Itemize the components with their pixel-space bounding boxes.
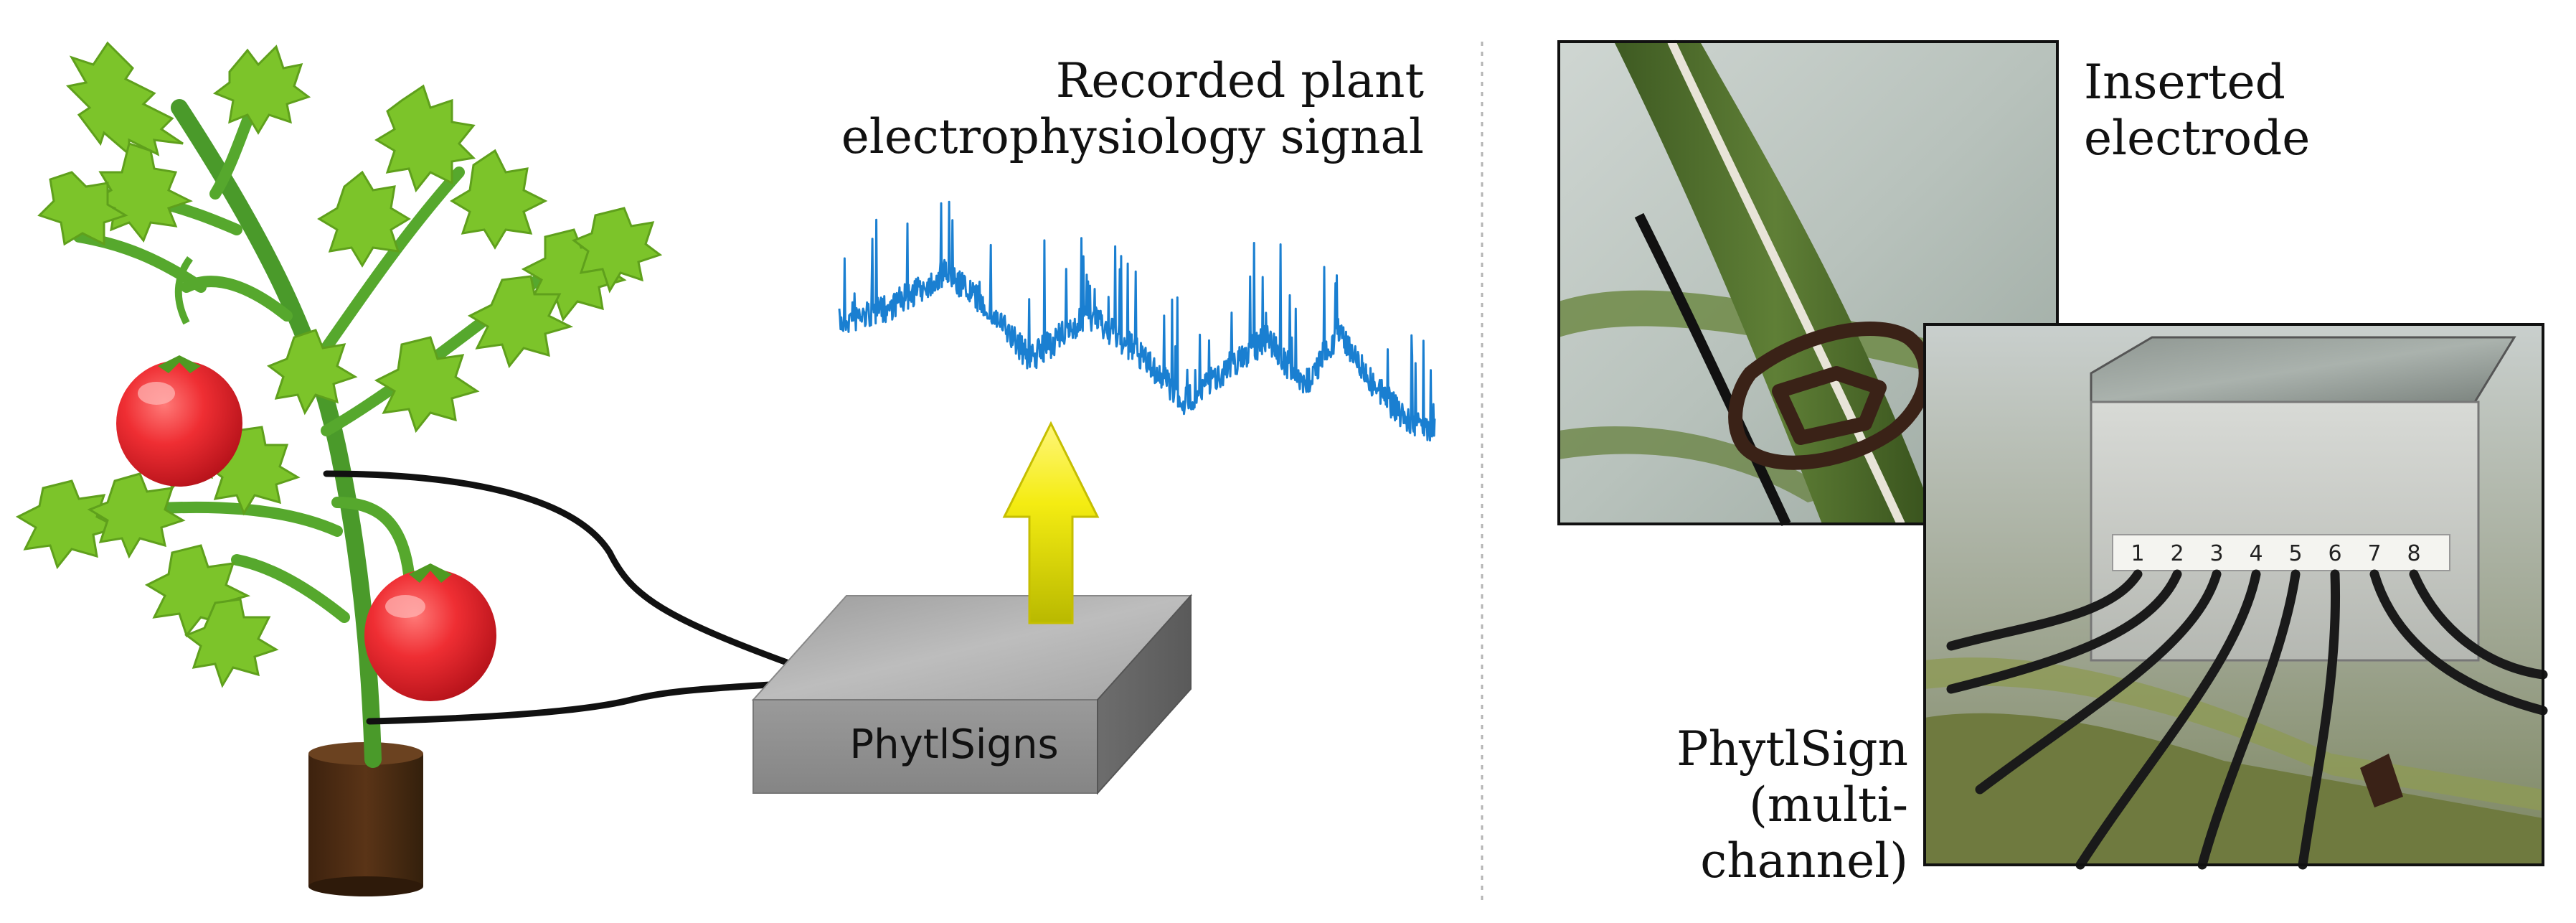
multichannel-caption-line1: PhytlSign [1676,721,1908,777]
electrode-caption: Inserted electrode [2084,55,2371,167]
multichannel-caption: PhytlSign (multi-channel) [1549,721,1908,889]
channel-number-7: 7 [2367,541,2381,566]
signal-trace-line [838,200,1436,442]
channel-number-2: 2 [2170,541,2184,566]
channel-number-6: 6 [2328,541,2341,566]
electrode-caption-line1: Inserted [2084,55,2285,110]
tomato-fruit-upper [116,256,242,487]
channel-number-5: 5 [2288,541,2302,566]
cable-upper [323,470,814,675]
signal-caption: Recorded plant electrophysiology signal [717,53,1424,165]
phytlsigns-device-box [751,594,1193,795]
signal-caption-line1: Recorded plant [1055,53,1424,108]
multichannel-caption-line2: (multi-channel) [1700,777,1908,889]
signal-caption-line2: electrophysiology signal [841,108,1424,164]
plant-leaves [15,41,663,688]
device-label: PhytlSigns [849,721,1059,768]
electrode-caption-line2: electrode [2084,110,2311,166]
tomato-fruit-lower [364,563,496,701]
cable-lower [366,680,800,725]
electrophysiology-signal-trace [838,200,1436,442]
tomato-plant-illustration [15,41,663,896]
plant-pot [308,742,423,896]
upward-arrow [1002,421,1100,624]
channel-number-4: 4 [2249,541,2263,566]
channel-number-8: 8 [2407,541,2420,566]
channel-number-3: 3 [2209,541,2223,566]
channel-number-1: 1 [2131,541,2144,566]
electrode-cables [323,470,814,725]
